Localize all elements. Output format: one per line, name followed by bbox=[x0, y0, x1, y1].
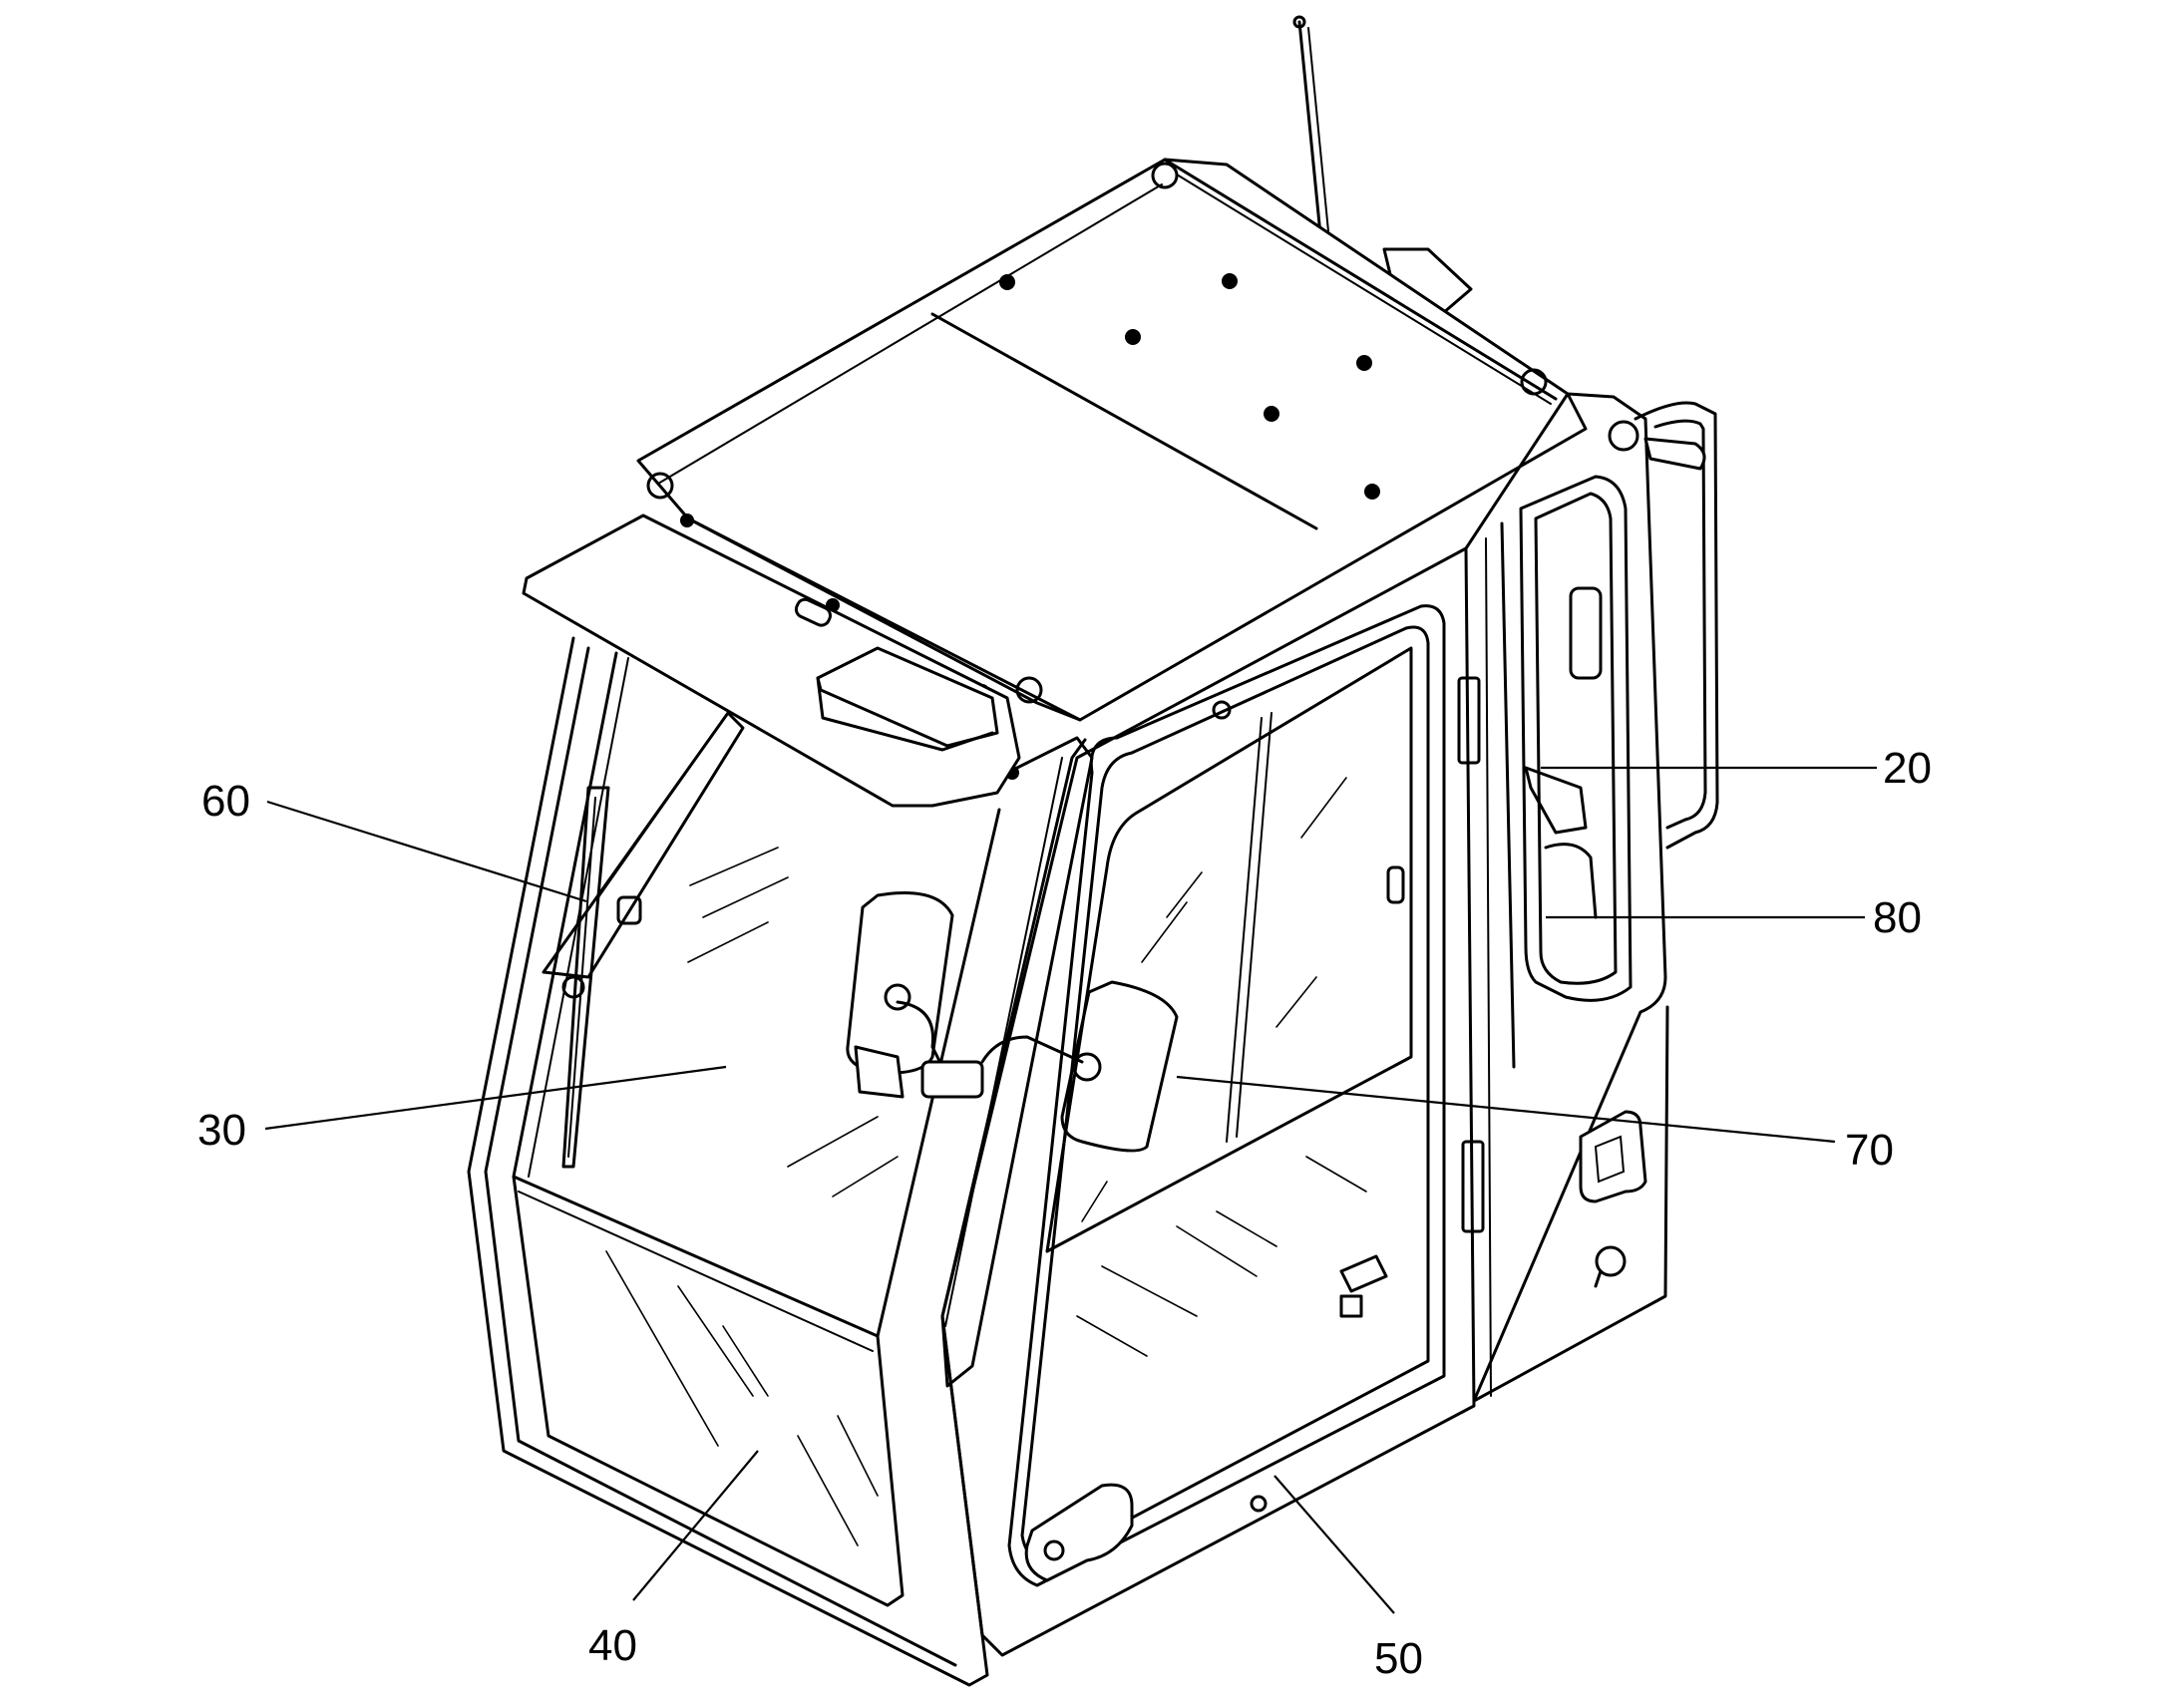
lower-windshield-glass bbox=[605, 1250, 879, 1546]
cab-roof bbox=[636, 158, 1588, 780]
leader-70 bbox=[1176, 1075, 1836, 1144]
left-mirror bbox=[846, 891, 984, 1099]
front-frame bbox=[467, 636, 1087, 1687]
leader-50 bbox=[1273, 1475, 1395, 1614]
callout-70: 70 bbox=[1845, 1126, 1894, 1175]
callout-80: 80 bbox=[1873, 893, 1922, 942]
callout-labels: 20 80 60 30 70 40 50 bbox=[197, 744, 1932, 1683]
callout-30: 30 bbox=[197, 1106, 246, 1155]
leader-40 bbox=[632, 1450, 759, 1601]
callout-20: 20 bbox=[1883, 744, 1932, 793]
upper-windshield-glass bbox=[687, 847, 899, 1197]
callout-50: 50 bbox=[1374, 1634, 1423, 1683]
front-visor bbox=[522, 513, 1021, 808]
leader-60 bbox=[266, 800, 587, 903]
rear-side-panel bbox=[1464, 392, 1719, 1403]
callout-60: 60 bbox=[201, 777, 250, 826]
leader-30 bbox=[264, 1065, 727, 1131]
leader-lines bbox=[264, 766, 1877, 1614]
wiper-assembly bbox=[542, 711, 745, 1169]
callout-40: 40 bbox=[588, 1621, 637, 1670]
